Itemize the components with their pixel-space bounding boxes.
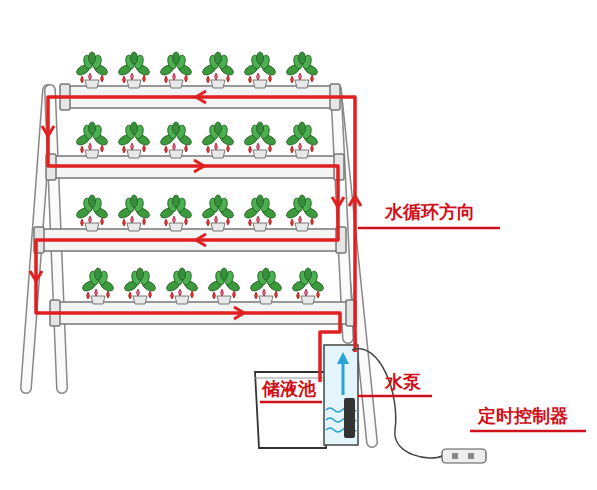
timer-controller	[352, 349, 486, 463]
callout-label: 定时控制器	[478, 405, 568, 427]
strawberry-plants	[75, 52, 325, 304]
reservoir-tank	[255, 372, 330, 448]
water-pump	[324, 345, 358, 445]
callout-label: 储液池	[262, 378, 316, 400]
callout-label: 水泵	[385, 371, 421, 393]
callout-label: 水循环方向	[385, 201, 475, 223]
circulation-path	[30, 91, 361, 382]
grow-pipes	[34, 84, 356, 326]
leader-lines	[260, 228, 586, 431]
